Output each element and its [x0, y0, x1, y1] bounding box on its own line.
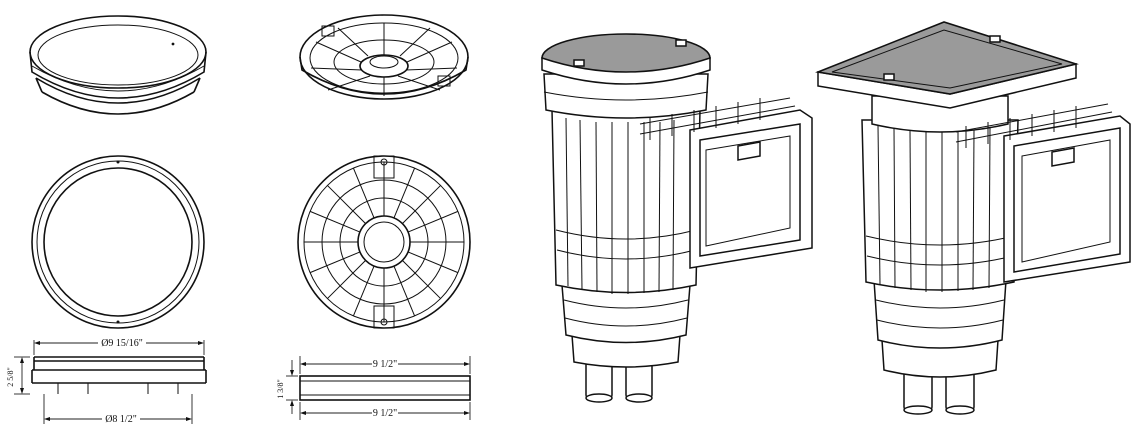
grate-spoke — [407, 251, 459, 274]
grate-height-label: 1 3/8" — [276, 379, 285, 399]
grate-spoke — [352, 265, 375, 317]
grate-side-view — [286, 356, 471, 420]
grate-spoke — [402, 260, 441, 299]
skimmer-round-lid — [541, 33, 813, 403]
grate-top-width-label: 9 1/2" — [373, 359, 397, 370]
grate-spoke — [402, 185, 441, 224]
grate-spoke — [327, 260, 366, 299]
skimmer-square-ribs — [865, 125, 1015, 292]
skimmer-square-throat-ribs — [955, 103, 1113, 148]
ring-perspective-view — [29, 15, 207, 115]
grate-perspective-view — [299, 14, 469, 100]
grate-spoke — [309, 210, 361, 233]
ring-top-diameter-label: Ø9 15/16" — [101, 338, 143, 349]
grate-spoke — [407, 210, 459, 233]
ring-bottom-diameter-label: Ø8 1/2" — [105, 414, 137, 425]
grate-bottom-width-label: 9 1/2" — [373, 408, 397, 419]
ring-side-view — [14, 340, 207, 424]
skimmer-square-lid — [815, 21, 1131, 415]
skimmer-round-ribs — [555, 117, 697, 294]
ring-height-label: 2 5/8" — [6, 367, 15, 387]
grate-spoke — [352, 167, 375, 219]
grate-spoke — [309, 251, 361, 274]
ring-top-view — [31, 155, 205, 329]
skimmer-round-throat-ribs — [639, 97, 796, 140]
square-lid — [815, 21, 1079, 95]
grate-spoke — [327, 185, 366, 224]
grate-top-view — [297, 155, 471, 329]
grate-spoke — [393, 167, 416, 219]
grate-spoke — [393, 265, 416, 317]
